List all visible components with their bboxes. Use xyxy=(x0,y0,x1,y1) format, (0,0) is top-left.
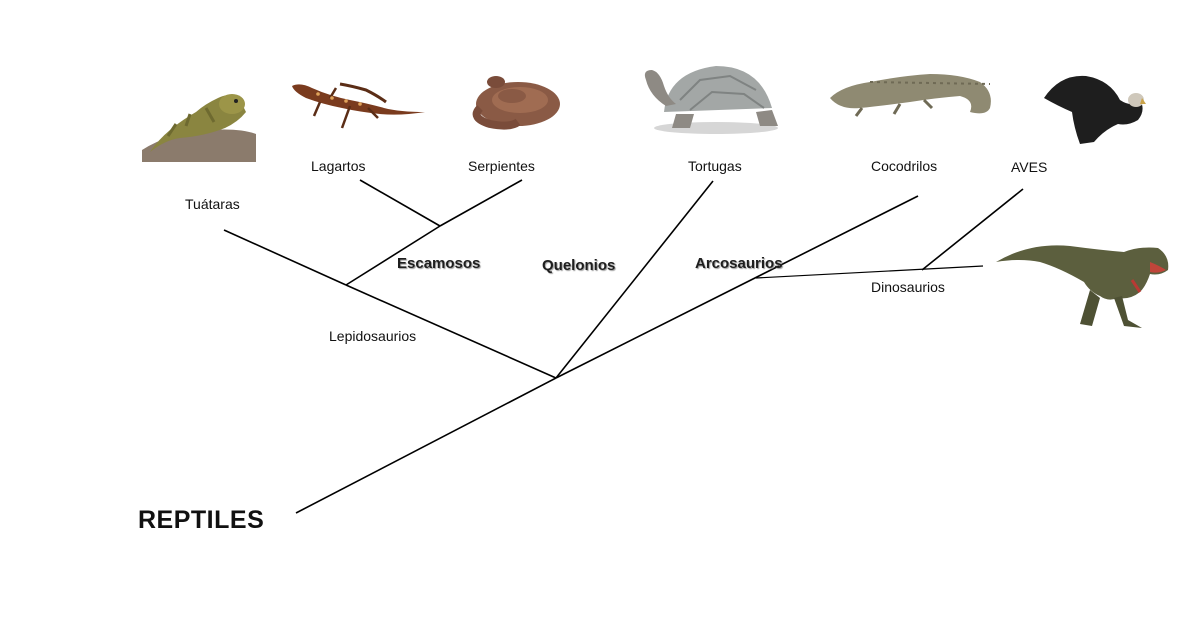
branch-serpientes xyxy=(439,179,523,227)
leaf-label-lagartos: Lagartos xyxy=(311,158,366,174)
tyrannosaurus-illustration xyxy=(996,245,1169,328)
clade-label-dinosaurios: Dinosaurios xyxy=(871,279,945,295)
crocodile-photo xyxy=(830,74,991,117)
root-label: REPTILES xyxy=(138,506,265,534)
leaf-label-tuataras: Tuátaras xyxy=(185,196,240,212)
branch-escamosos xyxy=(345,225,441,286)
branch-arcosaurios xyxy=(555,195,919,379)
clade-label-escamosos: Escamosos xyxy=(397,255,481,272)
snake-photo xyxy=(472,76,560,130)
tortoise-photo xyxy=(644,66,778,134)
tree-branches xyxy=(223,179,1024,514)
branch-tortugas xyxy=(555,180,714,379)
tuatara-photo xyxy=(142,94,256,162)
branch-root-trunk xyxy=(295,377,557,514)
branch-aves xyxy=(921,188,1024,271)
leaf-label-cocodrilos: Cocodrilos xyxy=(871,158,938,174)
branch-dinosaurios xyxy=(755,265,984,279)
branch-lagartos xyxy=(359,179,441,227)
clade-label-lepidosaurios: Lepidosaurios xyxy=(329,328,417,344)
leaf-label-aves: AVES xyxy=(1011,159,1048,175)
lizard-photo xyxy=(292,82,425,129)
leaf-label-tortugas: Tortugas xyxy=(688,158,742,174)
eagle-photo xyxy=(1044,75,1146,144)
branch-lepidosaurios xyxy=(345,284,557,379)
clade-label-quelonios: Quelonios xyxy=(542,257,616,274)
clade-label-arcosaurios: Arcosaurios xyxy=(695,255,783,272)
branch-tuataras xyxy=(223,229,347,286)
leaf-label-serpientes: Serpientes xyxy=(468,158,535,174)
